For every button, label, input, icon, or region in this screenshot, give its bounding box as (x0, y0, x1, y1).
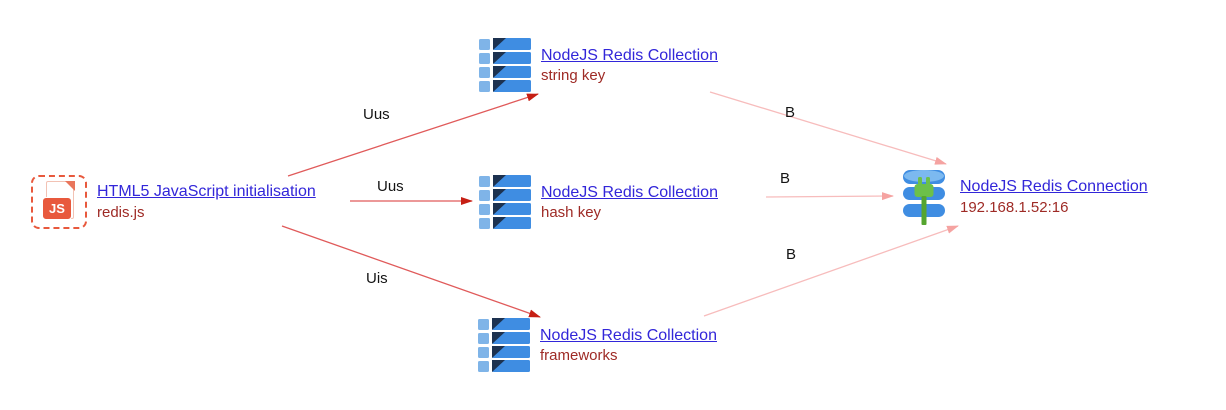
edge-string-key-to-connection (709, 91, 947, 165)
edge-hash-key-to-connection (765, 192, 894, 201)
node-collection-frameworks: NodeJS Redis Collection frameworks (478, 317, 717, 374)
js-badge: JS (42, 197, 72, 220)
database-plug-icon (903, 170, 945, 225)
collection-icon (479, 175, 531, 229)
collection-frameworks-title-link[interactable]: NodeJS Redis Collection (540, 326, 717, 344)
source-title-link[interactable]: HTML5 JavaScript initialisation (97, 183, 316, 201)
edge-label-b-bottom: B (786, 246, 797, 263)
edge-label-b-middle: B (780, 170, 791, 187)
collection-icon (478, 318, 530, 372)
connection-title-link[interactable]: NodeJS Redis Connection (960, 178, 1148, 196)
edge-frameworks-to-connection (703, 225, 959, 317)
collection-string-subtitle: string key (541, 67, 606, 85)
edge-label-b-top: B (785, 104, 796, 121)
edge-source-to-frameworks (281, 225, 541, 318)
collection-string-title-link[interactable]: NodeJS Redis Collection (541, 46, 718, 64)
node-connection: NodeJS Redis Connection 192.168.1.52:16 (898, 166, 1148, 228)
js-file-icon: JS (31, 175, 87, 229)
node-collection-hash-key: NodeJS Redis Collection hash key (479, 174, 718, 231)
edge-label-uus-middle: Uus (377, 178, 404, 195)
collection-hash-title-link[interactable]: NodeJS Redis Collection (541, 183, 718, 201)
edge-label-uus-top: Uus (363, 106, 390, 123)
collection-icon (479, 38, 531, 92)
node-collection-string-key: NodeJS Redis Collection string key (479, 37, 718, 94)
edge-source-to-string-key (287, 93, 539, 177)
source-subtitle: redis.js (97, 203, 145, 221)
edge-label-uis-bottom: Uis (366, 270, 388, 287)
collection-hash-subtitle: hash key (541, 204, 602, 222)
file-fold-corner (65, 181, 75, 191)
node-source-file: JS HTML5 JavaScript initialisation redis… (31, 175, 316, 229)
collection-frameworks-subtitle: frameworks (540, 347, 618, 365)
connection-subtitle: 192.168.1.52:16 (960, 198, 1069, 216)
